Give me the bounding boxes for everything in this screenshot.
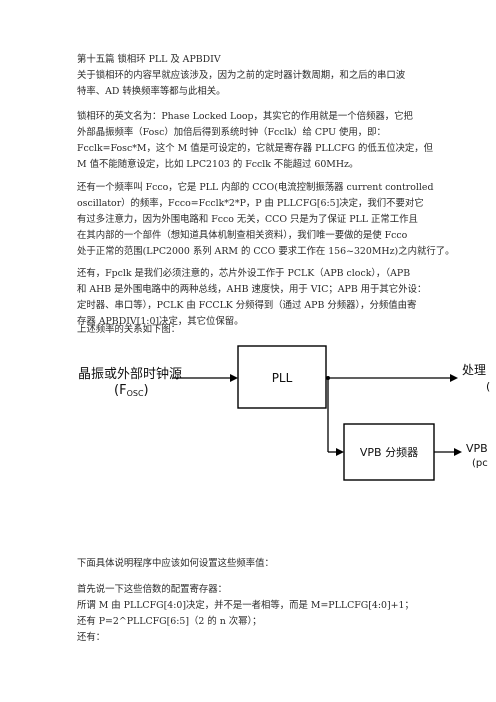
vpb-clock-label: VPB [466,442,488,455]
source-label: 晶振或外部时钟源 [78,366,182,382]
processor-clock-sub: ( [486,380,490,393]
text-line: 还有 P=2^PLLCFG[6:5]（2 的 n 次幂）； [77,616,262,627]
text-line: 定时器、串口等），PCLK 由 FCCLK 分频得到（通过 APB 分频器），分… [77,300,417,311]
text-line: 有过多注意力，因为外围电路和 Fcco 无关，CCO 只是为了保证 PLL 正常… [77,214,418,225]
text-line: 首先说一下这些倍数的配置寄存器： [77,584,228,595]
arrow-head-icon [450,374,458,382]
arrow-head-icon [454,448,462,456]
vpb-clock-sub: (pc [472,458,488,469]
text-line: 存器 APBDIV[1:0]决定，其它位保留。 [77,316,244,327]
text-line: 关于锁相环的内容早就应该涉及，因为之前的定时器计数周期，和之后的串口波 [77,70,406,81]
pll-block [237,345,327,409]
intro-paragraph: 关于锁相环的内容早就应该涉及，因为之前的定时器计数周期，和之后的串口波 特率、A… [77,68,429,100]
pll-label: PLL [272,371,293,385]
text-line: 所谓 M 由 PLLCFG[4:0]决定，并不是一者相等，而是 M=PLLCFG… [77,600,414,611]
text-line: 上述频率的关系如下图： [77,324,181,335]
text-line: M 值不能随意设定，比如 LPC2103 的 Fcclk 不能超过 60MHz。 [77,159,359,170]
fosc-label: (FOSC) [114,383,149,398]
text-line: 外部晶振频率（Fosc）加倍后得到系统时钟（Fcclk）给 CPU 使用，即： [77,127,386,138]
clock-diagram: 晶振或外部时钟源 (FOSC) PLL 处理 ( VPB 分频器 VPB (pc [78,345,490,481]
text-line: 锁相环的英文名为：Phase Locked Loop，其实它的作用就是一个倍频器… [77,111,413,122]
vpb-divider-label: VPB 分频器 [360,445,418,459]
text-line: 还有一个频率叫 Fcco，它是 PLL 内部的 CCO(电流控制振荡器 curr… [77,182,434,193]
text-line: 下面具体说明程序中应该如何设置这些频率值： [77,558,274,569]
relation-caption: 上述频率的关系如下图： [77,322,429,338]
text-line: 在其内部的一个部件（想知道具体机制查相关资料），我们唯一要做的是使 Fcco [77,230,408,241]
pll-definition-paragraph: 锁相环的英文名为：Phase Locked Loop，其实它的作用就是一个倍频器… [77,109,433,173]
text-line: 特率、AD 转换频率等都与此相关。 [77,86,226,97]
arrow-head-icon [230,374,238,382]
arrow-head-icon [336,448,344,456]
fpclk-paragraph: 还有，Fpclk 是我们必须注意的，芯片外设工作于 PCLK（APB clock… [77,266,429,330]
text-line: 处于正常的范围(LPC2000 系列 ARM 的 CCO 要求工作在 156~3… [77,246,455,257]
text-line: 还有： [77,632,106,643]
text-line: oscillator）的频率，Fcco=Fcclk*2*P，P 由 PLLCFG… [77,198,424,209]
setup-intro: 下面具体说明程序中应该如何设置这些频率值： [77,556,429,572]
config-paragraph: 首先说一下这些倍数的配置寄存器： 所谓 M 由 PLLCFG[4:0]决定，并不… [77,582,429,646]
processor-clock-label: 处理 [462,363,486,377]
text-line: 还有，Fpclk 是我们必须注意的，芯片外设工作于 PCLK（APB clock… [77,268,411,279]
text-line: Fcclk=Fosc*M，这个 M 值是可设定的，它就是寄存器 PLLCFG 的… [77,143,433,154]
title-line: 第十五篇 锁相环 PLL 及 APBDIV [77,54,221,65]
text-line: 和 AHB 是外围电路中的两种总线，AHB 速度快，用于 VIC；APB 用于其… [77,284,427,295]
fcco-paragraph: 还有一个频率叫 Fcco，它是 PLL 内部的 CCO(电流控制振荡器 curr… [77,180,455,260]
article-title: 第十五篇 锁相环 PLL 及 APBDIV [77,52,429,68]
